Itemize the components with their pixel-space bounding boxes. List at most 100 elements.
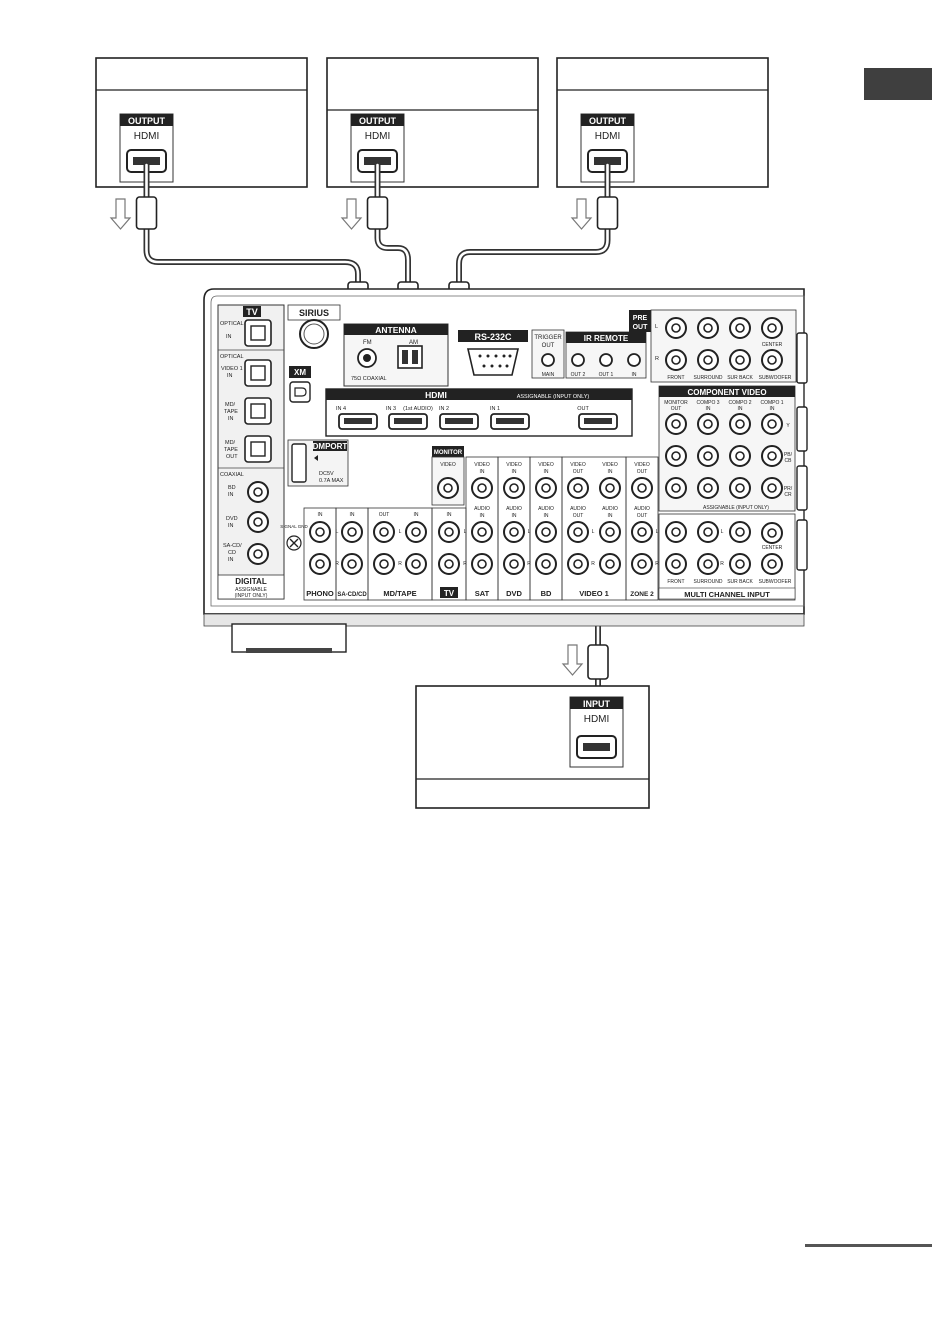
ir-jack-icon [599,353,613,367]
label-sur-back: SUR BACK [727,579,753,585]
label-hdmi-in4: IN 4 [336,406,346,412]
label-r: R [335,561,339,567]
label-cd: CD [228,550,236,556]
rca-jack-center [541,527,551,537]
label-trigger: TRIGGER [534,335,562,341]
label-out: OUT [671,406,682,412]
rca-jack-center [703,419,713,429]
label-hdmi-in3-sub: (1st AUDIO) [403,406,433,412]
label-assignable: ASSIGNABLE [235,587,267,593]
rca-jack-center [477,559,487,569]
rca-jacks [247,317,783,575]
label-cr: CR [784,492,792,498]
label-l: L [399,529,402,535]
label-in: IN [228,557,234,563]
rca-jack-center [735,483,745,493]
label-video-out: VIDEO [570,462,586,468]
label-in: IN [544,469,549,475]
rca-jack-center [605,559,615,569]
rca-jack-center [767,528,777,538]
label-in: IN [480,469,485,475]
label-video-in: VIDEO [506,462,522,468]
label-r: R [655,561,659,567]
source-3-port-label: OUTPUT [589,116,627,126]
rca-jack-center [379,527,389,537]
label-in: IN [770,406,775,412]
optical-port-icon [244,397,272,425]
rca-jack-center [735,355,745,365]
label-pr: PR/ [784,486,793,492]
label-out: OUT [637,469,648,475]
rca-jack-center [767,559,777,569]
label-r: R [398,561,402,567]
label-in: IN [480,513,485,519]
rca-jack-center [671,483,681,493]
label-bd-bottom: BD [541,589,552,598]
rca-jack-center [671,527,681,537]
ir-jack-icon [571,353,585,367]
label-video-in: VIDEO [538,462,554,468]
label-tape: TAPE [224,409,238,415]
source-1-port-type: HDMI [134,131,160,142]
label-l: L [336,529,339,535]
label-in: IN [227,373,233,379]
rca-jack-center [671,559,681,569]
rca-jack-center [444,527,454,537]
label-center: CENTER [762,342,783,348]
label-compo-assignable: ASSIGNABLE (INPUT ONLY) [703,505,769,511]
xm-port-icon [289,381,311,403]
label-in: IN [350,512,355,518]
source-2-port-label: OUTPUT [359,116,397,126]
label-dc5v: DC5V [319,471,334,477]
label-md: MD/ [225,402,236,408]
label-in: IN [608,469,613,475]
rca-jack-center [573,527,583,537]
rca-jack-center [444,559,454,569]
label-tv-bottom: TV [444,589,455,598]
rca-jack-center [703,483,713,493]
label-sur-back: SUR BACK [727,375,753,381]
label-dmport: DMPORT [313,442,348,451]
label-compo1: COMPO 1 [760,400,783,406]
rca-jack-center [703,527,713,537]
label-tv: TV [246,307,258,317]
label-out: OUT [637,513,648,519]
label-compo3: COMPO 3 [696,400,719,406]
rca-jack-center [703,559,713,569]
label-hdmi-in1: IN 1 [490,406,500,412]
label-in: IN [228,416,234,422]
label-md: MD/ [225,440,236,446]
label-audio-in: AUDIO [538,506,554,512]
ground-screw-icon [286,535,302,551]
label-video-in: VIDEO [474,462,490,468]
label-l: L [528,529,531,535]
source-3-port-type: HDMI [595,131,621,142]
dmport-icon [291,443,307,483]
label-component-video: COMPONENT VIDEO [687,388,766,397]
label-video-in: VIDEO [602,462,618,468]
label-sirius: SIRIUS [299,308,329,318]
label-audio-out: AUDIO [634,506,650,512]
rca-jack-center [605,483,615,493]
receiver-rear-panel: TV OPTICAL IN OPTICAL VIDEO 1 IN MD/ TAP… [203,288,808,653]
label-audio-in: AUDIO [474,506,490,512]
label-optical-in: IN [226,334,232,340]
rca-jack-center [735,419,745,429]
rca-jack-center [735,527,745,537]
label-pre-out: OUT [633,324,649,331]
rca-jack-center [735,451,745,461]
label-video-out: VIDEO [634,462,650,468]
label-in: IN [512,513,517,519]
rca-jack-center [477,527,487,537]
label-in: IN [447,512,452,518]
label-multi-channel-input: MULTI CHANNEL INPUT [684,590,770,599]
label-am: AM [409,340,418,346]
label-audio-in: AUDIO [602,506,618,512]
label-hdmi-in3: IN 3 [386,406,396,412]
optical-port-icon [244,359,272,387]
rca-jack-center [767,451,777,461]
label-video1-in: VIDEO 1 [221,366,243,372]
rca-jack-center [509,559,519,569]
label-dvd-bottom: DVD [506,589,522,598]
rca-jack-center [671,451,681,461]
